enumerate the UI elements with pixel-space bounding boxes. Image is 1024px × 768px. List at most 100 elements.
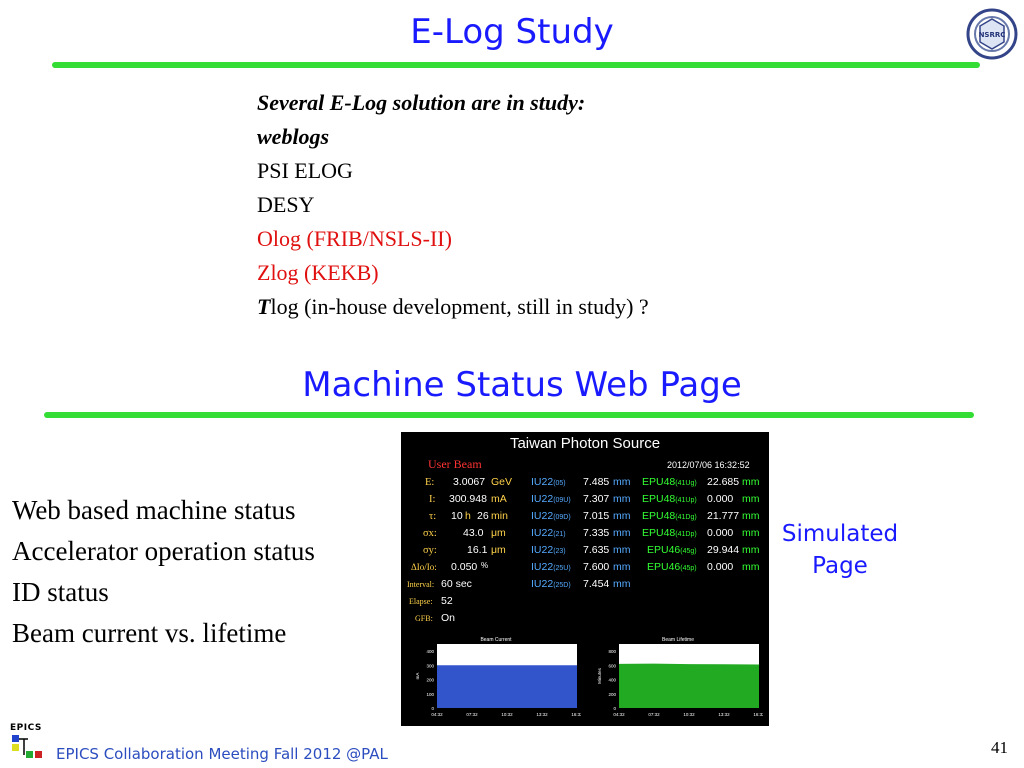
section-divider bbox=[44, 412, 974, 418]
elog-item-weblogs: weblogs bbox=[257, 124, 330, 149]
iu-name: IU22 bbox=[531, 527, 554, 539]
iu-unit: mm bbox=[613, 510, 631, 522]
epu-unit: mm bbox=[742, 510, 760, 522]
iu-sub: (25D) bbox=[553, 582, 571, 589]
iu-value: 7.454 bbox=[583, 578, 610, 590]
beam-energy-row: E: 3.0067 GeV bbox=[425, 476, 512, 492]
epu-sub: (41Dg) bbox=[675, 514, 697, 521]
series-area bbox=[437, 665, 577, 708]
iu-unit: mm bbox=[613, 476, 631, 488]
x-tick-label: 07:32 bbox=[648, 712, 660, 717]
iu-sub: (09U) bbox=[553, 497, 571, 504]
iu-name: IU22 bbox=[531, 493, 554, 505]
beam-value: 52 bbox=[441, 595, 453, 607]
epu-name: EPU48 bbox=[642, 510, 676, 522]
beam-value: 60 sec bbox=[441, 578, 472, 590]
y-axis-label: Minutes bbox=[597, 667, 602, 684]
elog-item-tlog: Tlog (in-house development, still in stu… bbox=[257, 290, 649, 324]
x-tick-label: 13:32 bbox=[718, 712, 730, 717]
x-tick-label: 13:32 bbox=[536, 712, 548, 717]
y-tick-label: 0 bbox=[431, 706, 434, 711]
title-divider bbox=[52, 62, 980, 68]
y-tick-label: 0 bbox=[613, 706, 616, 711]
iu-unit: mm bbox=[613, 578, 631, 590]
beam-value: 10 bbox=[451, 510, 463, 522]
iu-name: IU22 bbox=[531, 510, 554, 522]
iu-sub: (05) bbox=[553, 480, 566, 487]
iu-sub: (23) bbox=[553, 548, 566, 555]
beam-lifetime-row: τ: 10 h 26 min bbox=[429, 510, 508, 526]
beam-value2: 26 bbox=[477, 510, 489, 522]
beam-label: σx: bbox=[423, 528, 437, 539]
epu-sub: (41Up) bbox=[675, 497, 697, 504]
beam-label: ΔIo/Io: bbox=[411, 562, 437, 572]
iu-unit: mm bbox=[613, 527, 631, 539]
iu-unit: mm bbox=[613, 493, 631, 505]
nsrrc-logo: NSRRC bbox=[966, 8, 1018, 60]
epu-sub: (41Ug) bbox=[675, 480, 697, 487]
simulated-line2: Page bbox=[812, 553, 868, 579]
y-tick-label: 100 bbox=[426, 692, 434, 697]
y-tick-label: 800 bbox=[608, 649, 616, 654]
elog-item-desy: DESY bbox=[257, 192, 315, 217]
beam-unit2: min bbox=[491, 510, 508, 522]
epu-sub: (45g) bbox=[680, 548, 697, 555]
elog-item-psi: PSI ELOG bbox=[257, 158, 353, 183]
nsrrc-text: NSRRC bbox=[979, 31, 1006, 39]
beam-unit: % bbox=[481, 561, 489, 570]
beam-label: σy: bbox=[423, 545, 437, 556]
epics-logo-text: EPICS bbox=[10, 723, 42, 733]
iu-sub: (21) bbox=[553, 531, 566, 538]
epu-value: 0.000 bbox=[707, 561, 734, 573]
epu-unit: mm bbox=[742, 561, 760, 573]
iu-sub: (25U) bbox=[553, 565, 571, 572]
iu-value: 7.485 bbox=[583, 476, 610, 488]
beam-unit: h bbox=[465, 510, 471, 522]
beam-value: 300.948 bbox=[449, 493, 487, 505]
dashboard-title: Taiwan Photon Source bbox=[509, 435, 661, 452]
iu-value: 7.335 bbox=[583, 527, 610, 539]
y-tick-label: 300 bbox=[426, 663, 434, 668]
epics-logo-icon bbox=[12, 735, 42, 758]
machine-status-list: Web based machine status Accelerator ope… bbox=[12, 490, 315, 654]
beam-dio-row: ΔIo/Io: 0.050 % bbox=[411, 561, 488, 577]
epu-sub: (41Dp) bbox=[675, 531, 697, 538]
beam-label: E: bbox=[425, 477, 435, 488]
beam-label: τ: bbox=[429, 511, 437, 522]
status-item: Beam current vs. lifetime bbox=[12, 618, 287, 648]
elog-heading: Several E-Log solution are in study: bbox=[257, 90, 586, 115]
elog-list: Several E-Log solution are in study: web… bbox=[257, 86, 649, 324]
epu-name: EPU48 bbox=[642, 476, 676, 488]
series-area bbox=[619, 663, 759, 708]
iu-sub: (09D) bbox=[553, 514, 571, 521]
tlog-prefix: T bbox=[257, 294, 271, 319]
x-tick-label: 07:32 bbox=[466, 712, 478, 717]
simulated-line1: Simulated bbox=[781, 521, 899, 547]
x-tick-label: 04:32 bbox=[431, 712, 443, 717]
iu-name: IU22 bbox=[531, 561, 554, 573]
beam-value: 0.050 bbox=[451, 561, 478, 573]
dashboard-datetime: 2012/07/06 16:32:52 bbox=[667, 460, 750, 470]
epu-unit: mm bbox=[742, 493, 760, 505]
status-item: Accelerator operation status bbox=[12, 536, 315, 566]
epics-logo: EPICS bbox=[10, 723, 44, 764]
chart-title: Beam Current bbox=[480, 637, 512, 643]
beam-value: 43.0 bbox=[463, 527, 484, 539]
epu-name: EPU46 bbox=[647, 561, 681, 573]
elog-item-olog: Olog (FRIB/NSLS-II) bbox=[257, 226, 452, 251]
beam-label: GFB: bbox=[415, 614, 433, 623]
y-tick-label: 200 bbox=[426, 678, 434, 683]
epu-value: 0.000 bbox=[707, 493, 734, 505]
